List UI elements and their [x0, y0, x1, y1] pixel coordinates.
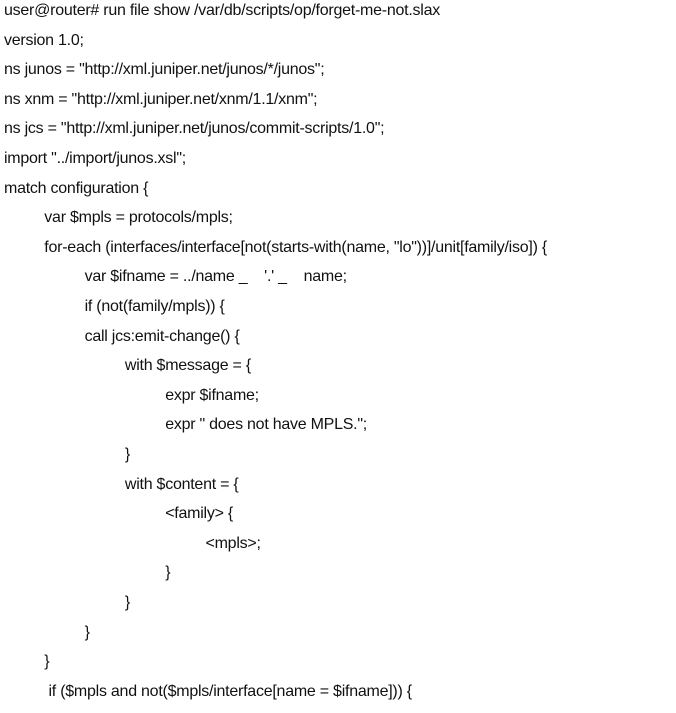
code-line: } [124, 594, 130, 611]
code-line: } [124, 446, 130, 463]
code-line: ns junos = "http://xml.juniper.net/junos… [4, 61, 325, 79]
code-line: } [44, 653, 50, 671]
code-line: var $ifname = ../name _ '.' _ name; [84, 268, 347, 286]
code-line: <mpls>; [205, 534, 261, 552]
code-line: with $message = { [124, 357, 251, 375]
code-line: with $content = { [124, 475, 239, 493]
code-line: } [165, 564, 171, 582]
code-line: import "../import/junos.xsl"; [4, 150, 186, 167]
code-line: expr $ifname; [165, 386, 259, 404]
code-line: var $mpls = protocols/mpls; [44, 209, 233, 227]
code-line: ns jcs = "http://xml.juniper.net/junos/c… [4, 120, 385, 138]
code-line: <family> { [165, 505, 233, 523]
code-line: ns xnm = "http://xml.juniper.net/xnm/1.1… [4, 90, 318, 108]
code-line: user@router# run file show /var/db/scrip… [4, 2, 440, 19]
code-line: version 1.0; [4, 31, 84, 49]
code-line: if (not(family/mpls)) { [84, 298, 225, 315]
code-line: for-each (interfaces/interface[not(start… [44, 238, 547, 256]
code-line: match configuration { [4, 179, 149, 197]
code-line: call jcs:emit-change() { [84, 327, 240, 345]
code-line: } [84, 623, 90, 641]
code-line: expr " does not have MPLS."; [165, 416, 367, 434]
code-line: if ($mpls and not($mpls/interface[name =… [44, 682, 412, 700]
